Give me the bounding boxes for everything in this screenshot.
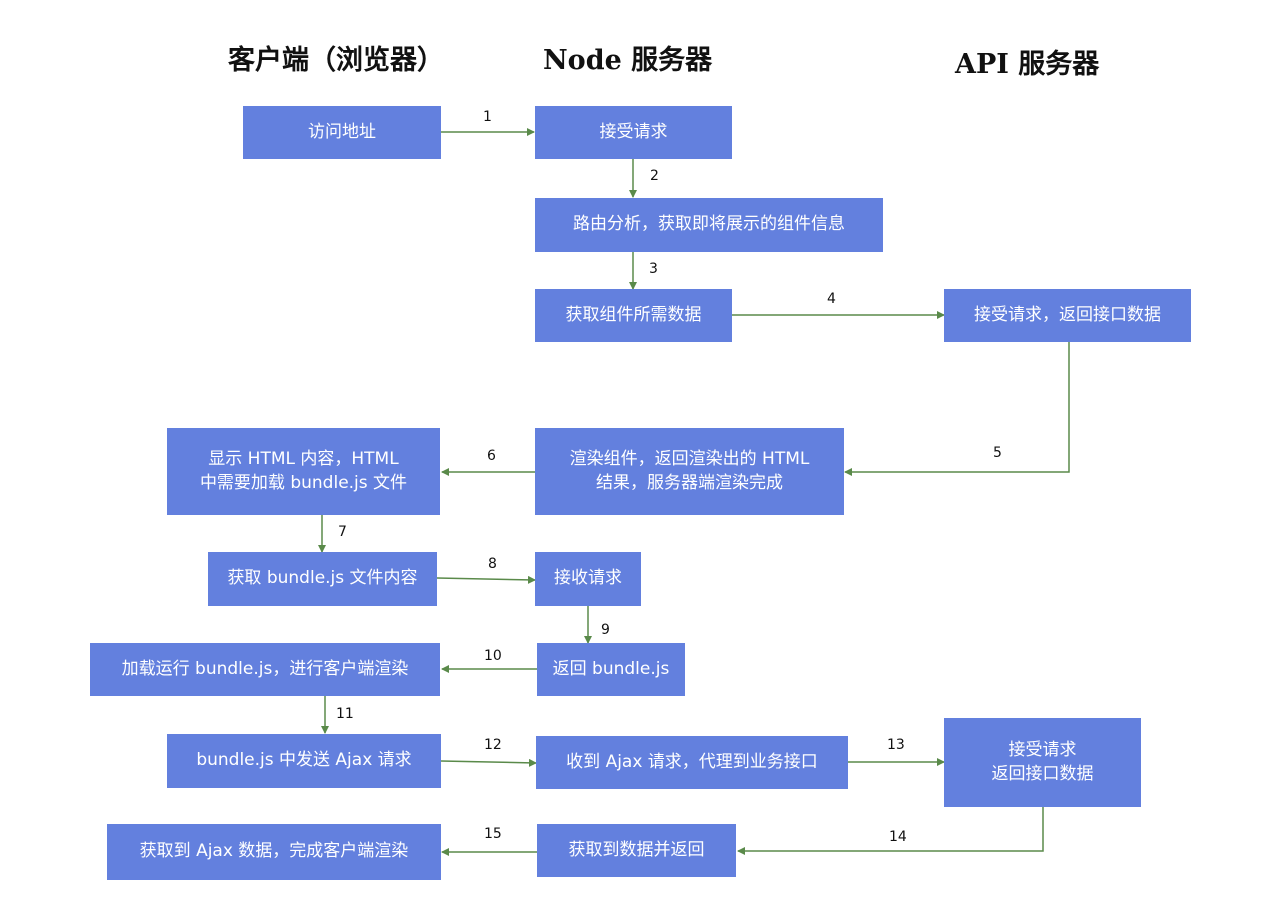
show-html-label: 显示 HTML 内容，HTML 中需要加载 bundle.js 文件 (199, 448, 408, 493)
step-label-1: 1 (483, 109, 492, 125)
step-label-11: 11 (336, 706, 354, 722)
step-label-14: 14 (889, 829, 907, 845)
api-accept-request-label: 接受请求，返回接口数据 (974, 304, 1161, 325)
receive-request-box: 接收请求 (535, 552, 641, 606)
step-label-4: 4 (827, 291, 836, 307)
return-data-label: 获取到数据并返回 (568, 839, 705, 860)
proxy-ajax-label: 收到 Ajax 请求，代理到业务接口 (566, 751, 818, 772)
route-analysis-box: 路由分析，获取即将展示的组件信息 (535, 198, 883, 252)
receive-request-label: 接收请求 (554, 568, 622, 589)
visit-address-box: 访问地址 (243, 106, 441, 159)
render-components-label: 渲染组件，返回渲染出的 HTML 结果，服务器端渲染完成 (569, 448, 810, 493)
step-label-6: 6 (487, 448, 496, 464)
arrow-12 (440, 758, 537, 767)
api-accept-request-box: 接受请求，返回接口数据 (944, 289, 1191, 342)
route-analysis-label: 路由分析，获取即将展示的组件信息 (573, 214, 845, 235)
step-label-15: 15 (484, 826, 502, 842)
return-data-box: 获取到数据并返回 (537, 824, 736, 877)
show-html-box: 显示 HTML 内容，HTML 中需要加载 bundle.js 文件 (167, 428, 440, 515)
return-bundle-box: 返回 bundle.js (537, 643, 685, 696)
step-label-7: 7 (338, 524, 347, 540)
visit-address-label: 访问地址 (308, 121, 376, 142)
get-bundle-label: 获取 bundle.js 文件内容 (227, 568, 418, 589)
step-label-13: 13 (887, 737, 905, 753)
node-column-header: Node 服务器 (543, 45, 713, 76)
run-bundle-label: 加载运行 bundle.js，进行客户端渲染 (121, 658, 409, 679)
step-label-8: 8 (488, 556, 497, 572)
accept-request-box: 接受请求 (535, 106, 732, 159)
api-accept-request-box-2: 接受请求 返回接口数据 (944, 718, 1141, 807)
api-accept-request-label-2: 接受请求 返回接口数据 (991, 739, 1094, 784)
step-label-10: 10 (484, 648, 502, 664)
proxy-ajax-box: 收到 Ajax 请求，代理到业务接口 (536, 736, 848, 789)
fetch-component-data-box: 获取组件所需数据 (535, 289, 732, 342)
api-column-header: API 服务器 (955, 49, 1100, 80)
step-label-5: 5 (993, 445, 1002, 461)
step-label-3: 3 (649, 261, 658, 277)
arrow-8 (436, 575, 536, 584)
complete-render-label: 获取到 Ajax 数据，完成客户端渲染 (139, 841, 409, 862)
complete-render-box: 获取到 Ajax 数据，完成客户端渲染 (107, 824, 441, 880)
get-bundle-box: 获取 bundle.js 文件内容 (208, 552, 437, 606)
step-label-9: 9 (601, 622, 610, 638)
fetch-component-data-label: 获取组件所需数据 (565, 304, 702, 325)
client-column-header: 客户端（浏览器） (228, 45, 444, 76)
step-label-2: 2 (650, 168, 659, 184)
render-components-box: 渲染组件，返回渲染出的 HTML 结果，服务器端渲染完成 (535, 428, 844, 515)
arrow-5 (844, 342, 1070, 476)
accept-request-label: 接受请求 (599, 121, 668, 142)
step-label-12: 12 (484, 737, 502, 753)
send-ajax-box: bundle.js 中发送 Ajax 请求 (167, 734, 441, 788)
arrow-14 (737, 807, 1044, 855)
return-bundle-label: 返回 bundle.js (552, 658, 670, 679)
run-bundle-box: 加载运行 bundle.js，进行客户端渲染 (90, 643, 440, 696)
send-ajax-label: bundle.js 中发送 Ajax 请求 (196, 750, 412, 771)
